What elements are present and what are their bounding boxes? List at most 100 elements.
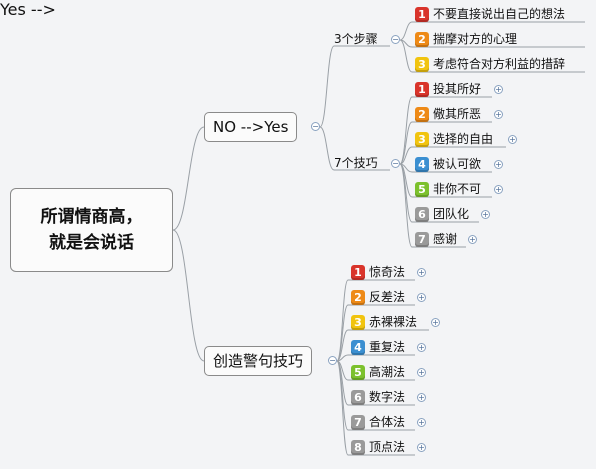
phrase-item[interactable]: 5 高潮法 (351, 364, 405, 380)
phrase-text: 顶点法 (369, 440, 406, 454)
technique-text: 团队化 (433, 207, 470, 221)
connector-technique-6 (399, 163, 413, 248)
central-topic-line1: 所谓情商高， (40, 207, 143, 227)
expand-icon[interactable]: + (417, 368, 426, 377)
step-number-badge: 3 (415, 56, 429, 72)
subtopic-three-steps[interactable]: 3个步骤 (334, 31, 378, 47)
phrase-number-badge: 3 (351, 314, 365, 330)
step-text: 考虑符合对方利益的措辞 (433, 57, 566, 71)
step-text: 揣摩对方的心理 (433, 32, 518, 46)
technique-number-badge: 2 (415, 106, 429, 122)
step-item[interactable]: 2 揣摩对方的心理 (415, 31, 517, 47)
connector-no-yes-to-techniques (319, 126, 335, 171)
phrase-number-badge: 5 (351, 364, 365, 380)
subtopic-seven-techniques-label: 7个技巧 (334, 156, 378, 170)
phrase-text: 重复法 (369, 340, 406, 354)
expand-icon[interactable]: + (494, 160, 503, 169)
collapse-icon[interactable]: − (391, 35, 400, 44)
collapse-icon[interactable]: − (311, 122, 320, 131)
connector-phrase-7 (336, 360, 349, 456)
technique-item[interactable]: 5 非你不可 (415, 181, 481, 197)
subtopic-three-steps-label: 3个步骤 (334, 32, 378, 46)
expand-icon[interactable]: + (417, 268, 426, 277)
technique-item[interactable]: 4 被认可欲 (415, 156, 481, 172)
phrase-item[interactable]: 6 数字法 (351, 389, 405, 405)
step-text: 不要直接说出自己的想法 (433, 7, 566, 21)
technique-item[interactable]: 3 选择的自由 (415, 131, 493, 147)
central-topic[interactable]: 所谓情商高， 就是会说话 (10, 188, 173, 272)
phrase-item[interactable]: 1 惊奇法 (351, 264, 405, 280)
connector-technique-1 (399, 121, 413, 165)
connector-step-2 (399, 39, 413, 73)
connector-technique-2 (399, 146, 413, 165)
expand-icon[interactable]: + (417, 418, 426, 427)
phrase-text: 赤裸裸法 (369, 315, 418, 329)
phrase-item[interactable]: 2 反差法 (351, 289, 405, 305)
phrase-text: 惊奇法 (369, 265, 406, 279)
topic-no-to-yes[interactable]: NO -->Yes (204, 112, 298, 142)
expand-icon[interactable]: + (417, 293, 426, 302)
step-number-badge: 1 (415, 6, 429, 22)
technique-text: 选择的自由 (433, 132, 494, 146)
phrase-text: 合体法 (369, 415, 406, 429)
expand-icon[interactable]: + (417, 343, 426, 352)
connector-central-to-no-yes (172, 126, 205, 231)
phrase-number-badge: 6 (351, 389, 365, 405)
phrase-item[interactable]: 3 赤裸裸法 (351, 314, 417, 330)
expand-icon[interactable]: + (431, 318, 440, 327)
technique-item[interactable]: 7 感谢 (415, 231, 457, 247)
step-item[interactable]: 1 不要直接说出自己的想法 (415, 6, 565, 22)
technique-number-badge: 7 (415, 231, 429, 247)
connector-phrase-3 (336, 354, 349, 362)
expand-icon[interactable]: + (494, 185, 503, 194)
step-number-badge: 2 (415, 31, 429, 47)
technique-text: 儆其所恶 (433, 107, 482, 121)
phrase-number-badge: 8 (351, 439, 365, 455)
technique-number-badge: 6 (415, 206, 429, 222)
phrase-text: 高潮法 (369, 365, 406, 379)
phrase-text: 数字法 (369, 390, 406, 404)
expand-icon[interactable]: + (417, 393, 426, 402)
topic-catchphrase-techniques-label: 创造警句技巧 (213, 352, 304, 370)
technique-text: 感谢 (433, 232, 458, 246)
expand-icon[interactable]: + (481, 210, 490, 219)
technique-text: 投其所好 (433, 82, 482, 96)
technique-text: 被认可欲 (433, 157, 482, 171)
connector-phrase-2 (336, 329, 349, 362)
connector-technique-5 (399, 163, 413, 223)
central-topic-line2: 就是会说话 (49, 233, 134, 253)
connector-phrase-0 (336, 279, 349, 362)
technique-number-badge: 5 (415, 181, 429, 197)
expand-icon[interactable]: + (468, 235, 477, 244)
topic-no-to-yes-label: NO -->Yes (213, 118, 289, 136)
connector-central-to-phrases (172, 229, 205, 362)
connector-no-yes-to-steps (319, 45, 335, 128)
technique-item[interactable]: 6 团队化 (415, 206, 469, 222)
technique-number-badge: 1 (415, 81, 429, 97)
technique-number-badge: 3 (415, 131, 429, 147)
technique-text: 非你不可 (433, 182, 482, 196)
phrase-item[interactable]: 4 重复法 (351, 339, 405, 355)
collapse-icon[interactable]: − (391, 159, 400, 168)
technique-number-badge: 4 (415, 156, 429, 172)
phrase-number-badge: 7 (351, 414, 365, 430)
phrase-text: 反差法 (369, 290, 406, 304)
topic-catchphrase-techniques[interactable]: 创造警句技巧 (204, 346, 313, 376)
connector-technique-0 (399, 96, 413, 165)
expand-icon[interactable]: + (508, 135, 517, 144)
phrase-item[interactable]: 7 合体法 (351, 414, 405, 430)
expand-icon[interactable]: + (494, 110, 503, 119)
phrase-number-badge: 1 (351, 264, 365, 280)
connector-step-0 (399, 21, 413, 41)
expand-icon[interactable]: + (417, 443, 426, 452)
technique-item[interactable]: 1 投其所好 (415, 81, 481, 97)
subtopic-seven-techniques[interactable]: 7个技巧 (334, 155, 378, 171)
phrase-item[interactable]: 8 顶点法 (351, 439, 405, 455)
step-item[interactable]: 3 考虑符合对方利益的措辞 (415, 56, 565, 72)
collapse-icon[interactable]: − (328, 356, 337, 365)
phrase-number-badge: 2 (351, 289, 365, 305)
technique-item[interactable]: 2 儆其所恶 (415, 106, 481, 122)
expand-icon[interactable]: + (494, 85, 503, 94)
phrase-number-badge: 4 (351, 339, 365, 355)
